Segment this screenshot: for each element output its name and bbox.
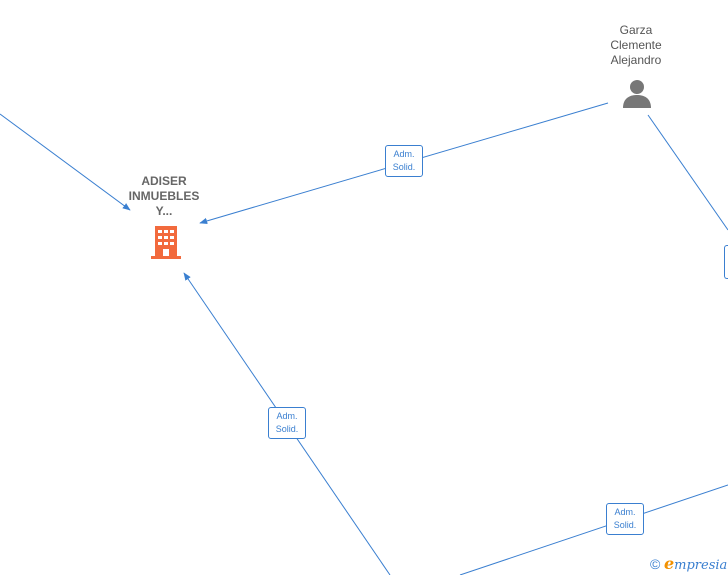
edge-bottom-to-right <box>459 484 728 575</box>
person-label-line-3: Alejandro <box>610 53 662 67</box>
relation-role-line-2: Solid. <box>392 162 416 172</box>
copyright-symbol: © <box>650 556 661 572</box>
person-label-line-2: Clemente <box>610 38 662 52</box>
brand-name: mpresia <box>674 558 728 573</box>
relation-role-line-1: Adm. <box>614 507 636 517</box>
company-label-line-3: Y... <box>155 204 173 218</box>
relation-label-offscreen[interactable] <box>724 245 728 279</box>
relation-role-line-1: Adm. <box>393 149 415 159</box>
relation-label-bottom-company[interactable]: Adm. Solid. <box>268 407 306 439</box>
edge-offscreen-to-company <box>0 113 131 211</box>
relation-label-person-company[interactable]: Adm. Solid. <box>385 145 423 177</box>
relation-role-line-2: Solid. <box>275 424 299 434</box>
empresia-logo: © empresia <box>650 554 727 573</box>
person-icon[interactable] <box>622 78 652 113</box>
edge-person-to-right <box>647 114 728 231</box>
building-icon[interactable] <box>149 224 183 265</box>
company-label-line-1: ADISER <box>141 174 187 188</box>
relation-role-line-2: Solid. <box>613 520 637 530</box>
relation-label-bottom-right[interactable]: Adm. Solid. <box>606 503 644 535</box>
company-node-label[interactable]: ADISER INMUEBLES Y... <box>122 174 206 219</box>
person-node-label[interactable]: Garza Clemente Alejandro <box>596 23 676 68</box>
company-label-line-2: INMUEBLES <box>128 189 200 203</box>
person-label-line-1: Garza <box>619 23 653 37</box>
brand-initial: e <box>663 554 675 573</box>
relation-role-line-1: Adm. <box>276 411 298 421</box>
